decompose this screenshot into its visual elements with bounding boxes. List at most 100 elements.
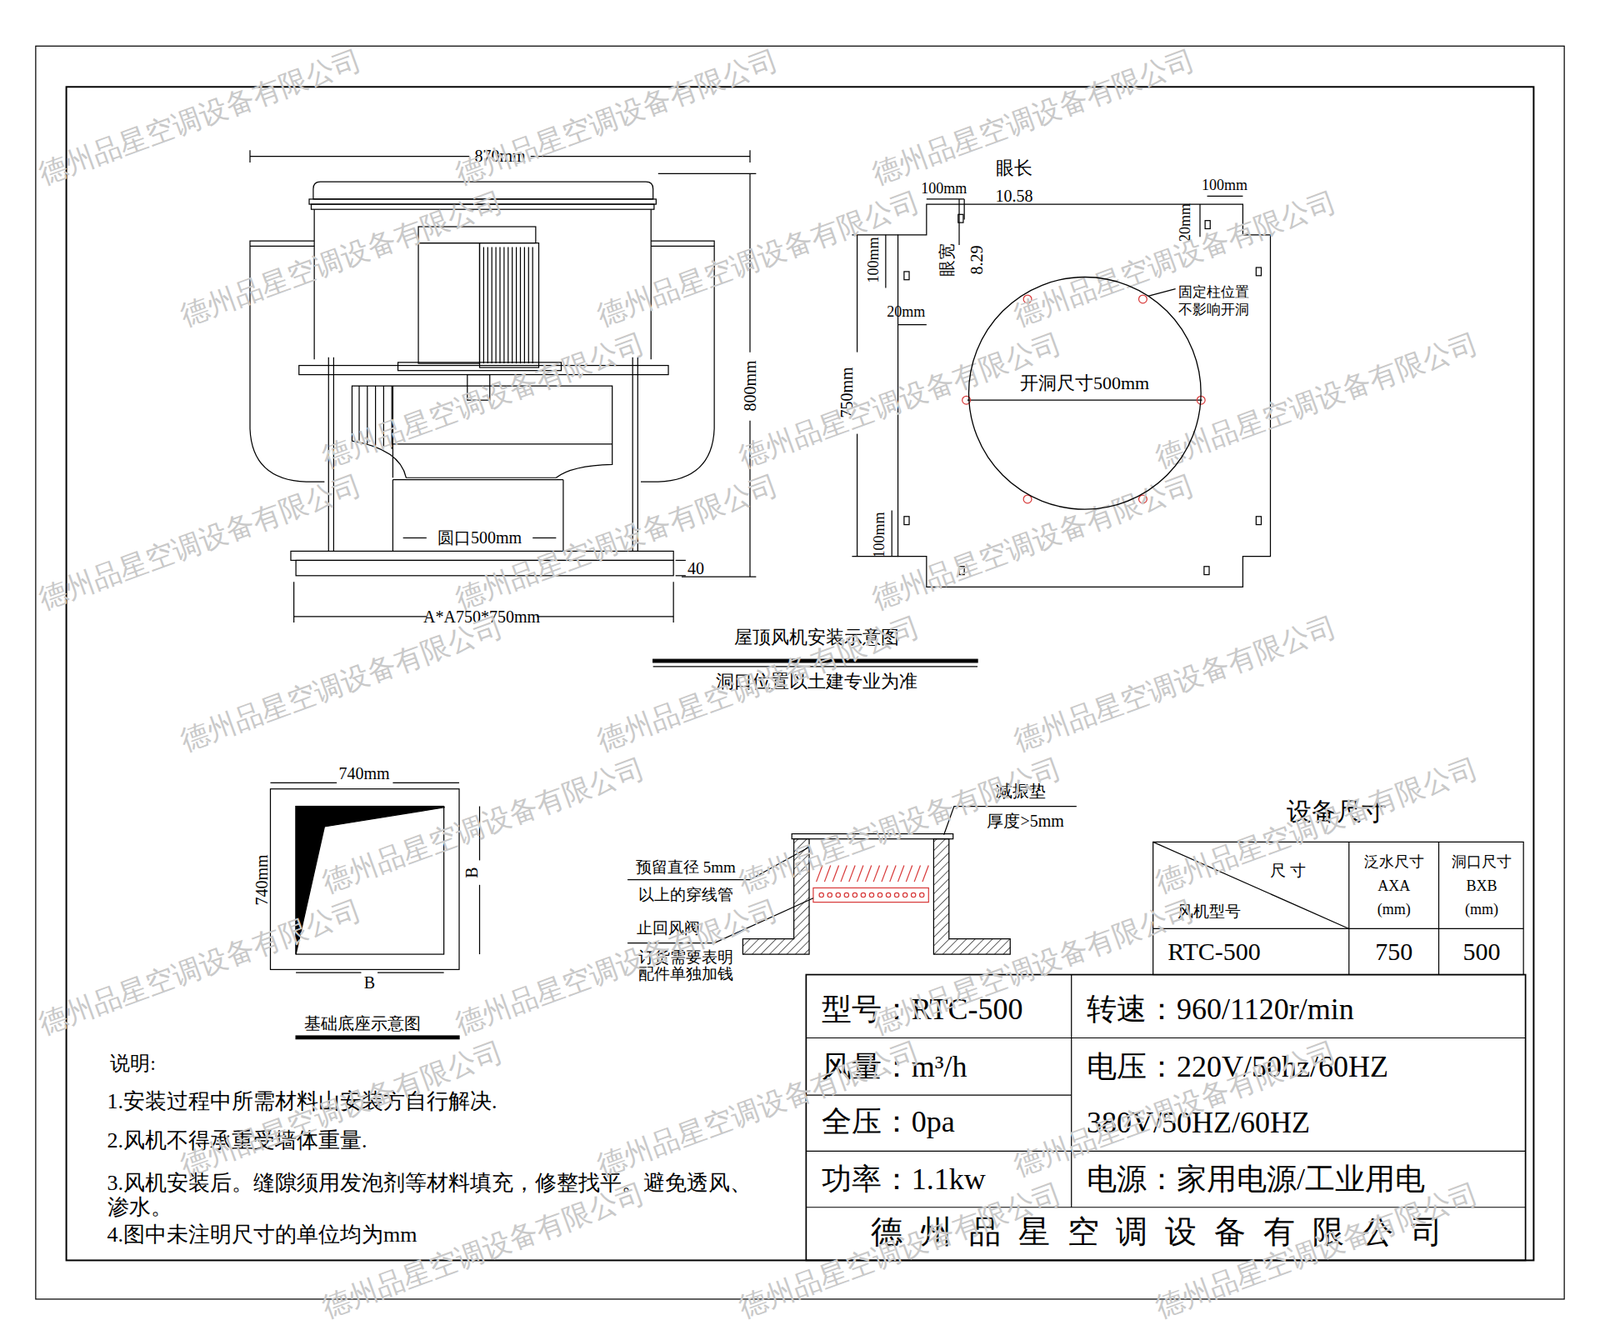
watermark: 德州品星空调设备有限公司 [175,184,507,333]
drawing-art [35,45,1565,1300]
fixing-post [1023,495,1032,504]
fan-elevation [749,173,750,352]
fan-elevation [250,150,756,623]
slot-mark [1204,566,1210,575]
damper-symbol [819,892,925,897]
curb-section [933,839,1010,955]
hole-label: 开洞尺寸500mm [1020,370,1150,396]
base-plan [377,972,445,974]
dimension-label: 眼宽 [936,243,957,277]
company-name: 德州品星空调设备有限公司 [870,1213,1460,1252]
damper-symbol [827,892,832,897]
motor-fins [491,247,493,365]
damper-symbol [865,865,871,883]
curb-section [791,834,953,840]
damper-symbol [898,865,905,883]
fixing-post [962,295,1205,504]
callout-text: 以上的穿线管 [638,885,734,905]
motor-fins [483,247,485,365]
motor-fins [503,247,505,365]
base-plan [270,782,337,784]
slot-mark [904,214,1262,575]
watermark: 德州品星空调设备有限公司 [1009,609,1340,758]
impeller-vanes [366,385,368,445]
dimension-label: 740mm [251,854,272,905]
base-plan [392,782,460,784]
damper-symbol [890,865,896,883]
watermark: 德州品星空调设备有限公司 [1150,750,1482,900]
callout-text: 止回风阀 [636,919,700,939]
roof-plan [1207,195,1244,197]
watermark: 德州品星空调设备有限公司 [450,42,782,191]
caption-underline [653,659,978,663]
dimension-label: 40 [687,558,705,579]
table-grid [1153,928,1524,930]
note-text: 3.风机安装后。缝隙须用发泡剂等材料填充，修整找平。避免透风、渗水。 [107,1172,770,1220]
damper-symbol [920,892,925,897]
fan-elevation [249,150,250,163]
table-cell: 750 [1375,936,1413,967]
caption-underline [653,659,978,667]
fixing-post [1139,495,1148,504]
fan-elevation [290,550,674,560]
dimension-label: 750mm [836,367,857,419]
curb-section [627,847,810,880]
curb-section [742,839,810,955]
dimension-label: A*A750*750mm [423,606,540,627]
roof-plan [1199,204,1200,237]
fan-elevation [398,362,562,371]
table-cell: 尺 寸 [1270,860,1306,880]
damper-symbol [902,892,907,897]
impeller-vanes [375,385,376,446]
fan-elevation [392,385,394,478]
spec-cell: 电源：家用电源/工业用电 [1086,1161,1425,1198]
roof-plan [856,235,858,353]
dimension-label: 800mm [740,360,760,411]
table-cell: 500 [1463,936,1501,967]
slot-mark [958,214,964,223]
fan-elevation [418,226,536,244]
watermark: 德州品星空调设备有限公司 [734,325,1065,475]
roof-plan [856,434,858,557]
table-cell: 泛水尺寸 AXA (mm) [1360,850,1428,922]
table-grid [1438,841,1440,975]
dimension-label: 740mm [339,763,390,784]
roof-plan [926,198,965,200]
fan-elevation [480,243,540,368]
title-block [805,1206,1525,1208]
damper-symbol [905,865,912,883]
damper-symbol [819,892,824,897]
dimension-label: 100mm [1201,176,1248,195]
damper-symbol [816,865,823,883]
motor-fins [487,247,489,365]
fan-elevation [749,420,750,577]
watermark: 德州品星空调设备有限公司 [1150,1175,1482,1325]
fan-elevation [333,357,335,552]
fan-elevation [562,480,564,552]
fan-elevation [250,245,315,247]
note-text: 说明: [110,1050,156,1075]
motor-fins [495,247,496,365]
fan-elevation [328,357,330,552]
dimension-label: 870mm [474,145,525,166]
caption-text: 基础底座示意图 [304,1013,421,1034]
fan-elevation [299,365,669,375]
hole-circle: 开洞尺寸500mm [967,275,1203,511]
damper-symbol [824,865,830,883]
fan-elevation [536,615,674,617]
table-cell: 洞口尺寸 BXB (mm) [1448,850,1515,922]
table-title: 设备尺寸 [1286,796,1387,827]
roof-plan [967,400,1203,401]
watermark: 德州品星空调设备有限公司 [175,609,507,758]
fan-elevation [640,240,715,482]
damper-symbol [840,865,847,883]
roof-plan [891,510,893,556]
table-cell: 风机型号 [1177,901,1241,921]
title-block [805,975,1525,1261]
roof-plan [851,195,1270,587]
fan-elevation [309,199,656,205]
fan-elevation [294,615,427,617]
dimension-label: 眼长 [995,157,1033,180]
roof-plan [964,199,965,220]
